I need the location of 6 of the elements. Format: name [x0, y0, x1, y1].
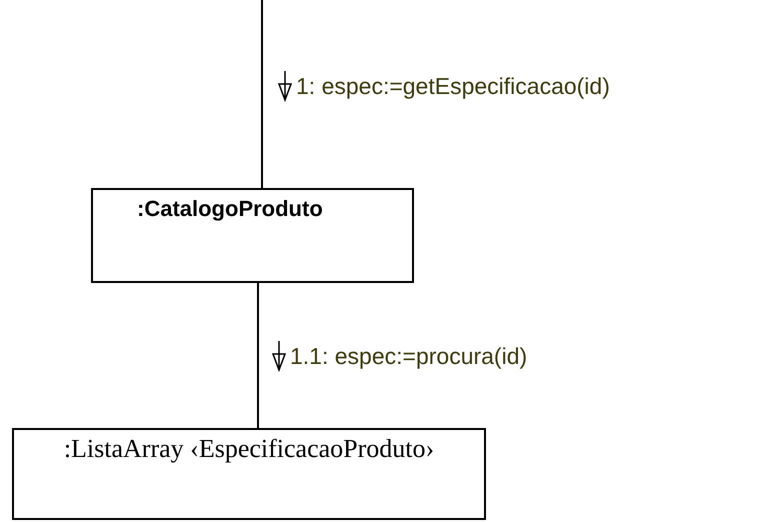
connector-line [257, 283, 259, 428]
object-box [12, 428, 486, 520]
object-name: :ListaArray ‹EspecificacaoProduto› [64, 433, 434, 465]
object-box [91, 188, 414, 283]
object-name: :CatalogoProduto [137, 196, 323, 222]
connector-line [261, 0, 263, 188]
